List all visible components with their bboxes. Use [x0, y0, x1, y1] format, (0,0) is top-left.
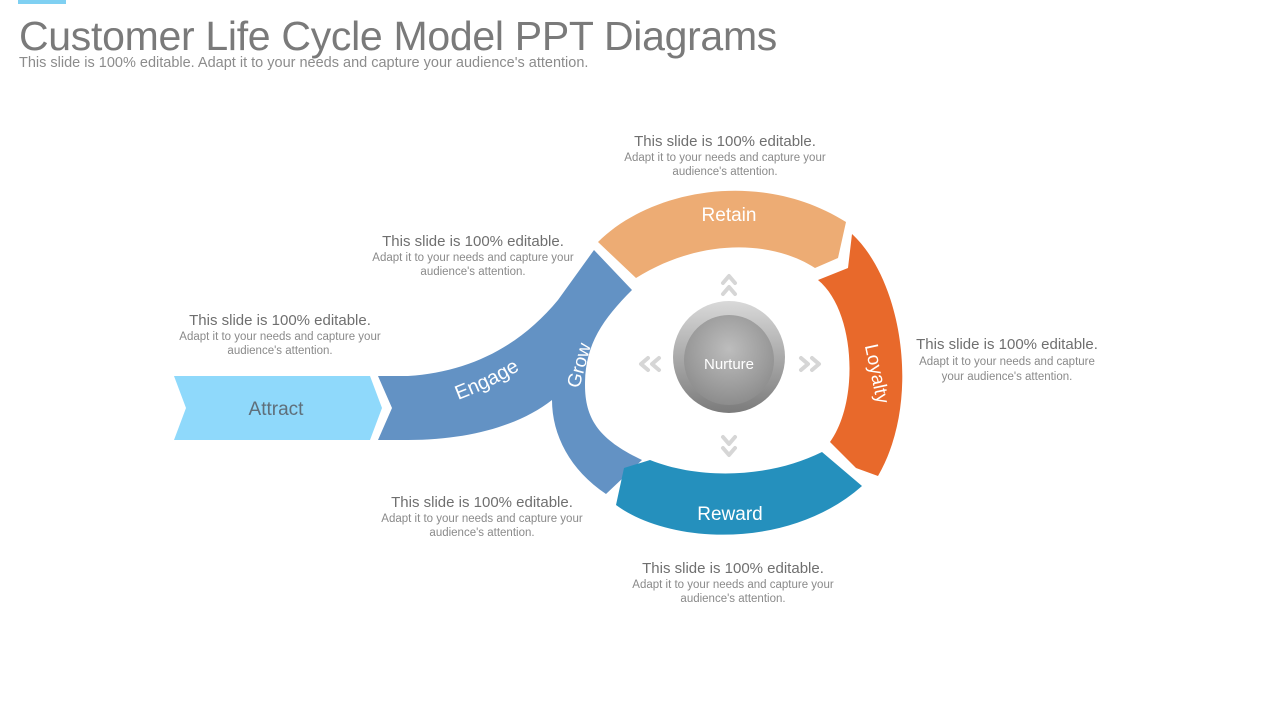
note-retain-heading: This slide is 100% editable.	[634, 133, 816, 150]
center-knob	[684, 315, 774, 405]
note-engage: This slide is 100% editable. Adapt it to…	[368, 232, 578, 279]
page-title: Customer Life Cycle Model PPT Diagrams	[19, 13, 777, 59]
note-loyalty-heading: This slide is 100% editable.	[916, 336, 1098, 353]
note-grow-heading: This slide is 100% editable.	[391, 494, 573, 511]
chevron-right-icon	[799, 356, 821, 372]
note-attract-body: Adapt it to your needs and capture your …	[179, 331, 381, 357]
note-retain: This slide is 100% editable. Adapt it to…	[620, 132, 830, 179]
attract-label: Attract	[249, 399, 305, 420]
note-attract: This slide is 100% editable. Adapt it to…	[175, 311, 385, 358]
reward-label: Reward	[697, 504, 762, 525]
center-label: Nurture	[704, 356, 754, 373]
note-engage-body: Adapt it to your needs and capture your …	[372, 252, 574, 278]
note-grow: This slide is 100% editable. Adapt it to…	[372, 493, 592, 540]
note-reward-heading: This slide is 100% editable.	[642, 560, 824, 577]
note-attract-heading: This slide is 100% editable.	[189, 312, 371, 329]
note-reward: This slide is 100% editable. Adapt it to…	[628, 559, 838, 606]
note-retain-body: Adapt it to your needs and capture your …	[624, 152, 826, 178]
chevron-left-icon	[639, 356, 661, 372]
chevron-down-icon	[721, 435, 737, 457]
retain-label: Retain	[702, 205, 757, 226]
engage-grow-arrow	[378, 250, 642, 494]
accent-bar	[18, 0, 66, 4]
note-loyalty: This slide is 100% editable. Adapt it to…	[912, 335, 1102, 384]
attract-chevron	[174, 376, 382, 440]
note-reward-body: Adapt it to your needs and capture your …	[632, 579, 834, 605]
retain-segment	[598, 190, 846, 278]
reward-segment	[616, 452, 862, 535]
note-grow-body: Adapt it to your needs and capture your …	[381, 513, 583, 539]
loyalty-segment	[818, 234, 903, 476]
note-loyalty-body: Adapt it to your needs and capture your …	[919, 356, 1095, 383]
note-engage-heading: This slide is 100% editable.	[382, 233, 564, 250]
page-subtitle: This slide is 100% editable. Adapt it to…	[19, 55, 589, 71]
chevron-up-icon	[721, 274, 737, 296]
